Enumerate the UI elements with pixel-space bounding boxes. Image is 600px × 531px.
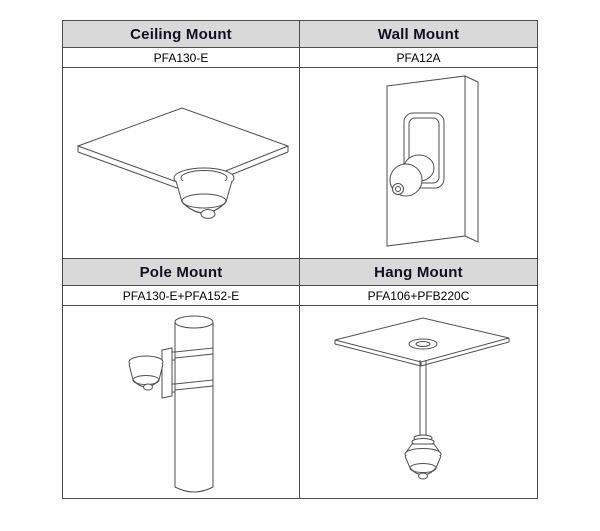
hang-mount-diagram: [334, 317, 510, 480]
wall-mount-model: PFA12A: [300, 48, 537, 68]
wall-mount-diagram: [386, 75, 479, 247]
pole-mount-title: Pole Mount: [63, 259, 299, 286]
wall-mount-title: Wall Mount: [300, 21, 537, 48]
turret-camera-icon: [128, 355, 163, 391]
hanging-rod: [413, 360, 433, 442]
pole: [174, 315, 213, 493]
mount-options-table: Ceiling Mount PFA130-E: [62, 20, 538, 499]
cell-pole-mount: Pole Mount PFA130-E+PFA152-E: [63, 259, 300, 498]
hang-mount-illustration: [300, 306, 537, 498]
ceiling-panel: [76, 107, 289, 193]
ceiling-mount-model: PFA130-E: [63, 48, 299, 68]
pole-mount-illustration: [63, 306, 299, 498]
cell-hang-mount: Hang Mount PFA106+PFB220C: [300, 259, 537, 498]
wall-mount-illustration: [300, 68, 537, 258]
cell-wall-mount: Wall Mount PFA12A: [300, 21, 537, 259]
cell-ceiling-mount: Ceiling Mount PFA130-E: [63, 21, 300, 259]
ceiling-mount-diagram: [76, 107, 289, 219]
hang-mount-model: PFA106+PFB220C: [300, 286, 537, 306]
pendant-camera-icon: [404, 438, 442, 480]
mount-bracket: [161, 347, 172, 399]
ceiling-panel: [334, 317, 510, 367]
pole-mount-model: PFA130-E+PFA152-E: [63, 286, 299, 306]
pole-mount-diagram: [128, 315, 213, 493]
ceiling-mount-illustration: [63, 68, 299, 258]
ceiling-mount-title: Ceiling Mount: [63, 21, 299, 48]
turret-camera-icon: [173, 167, 234, 219]
hang-mount-title: Hang Mount: [300, 259, 537, 286]
eyeball-camera-icon: [389, 154, 435, 197]
